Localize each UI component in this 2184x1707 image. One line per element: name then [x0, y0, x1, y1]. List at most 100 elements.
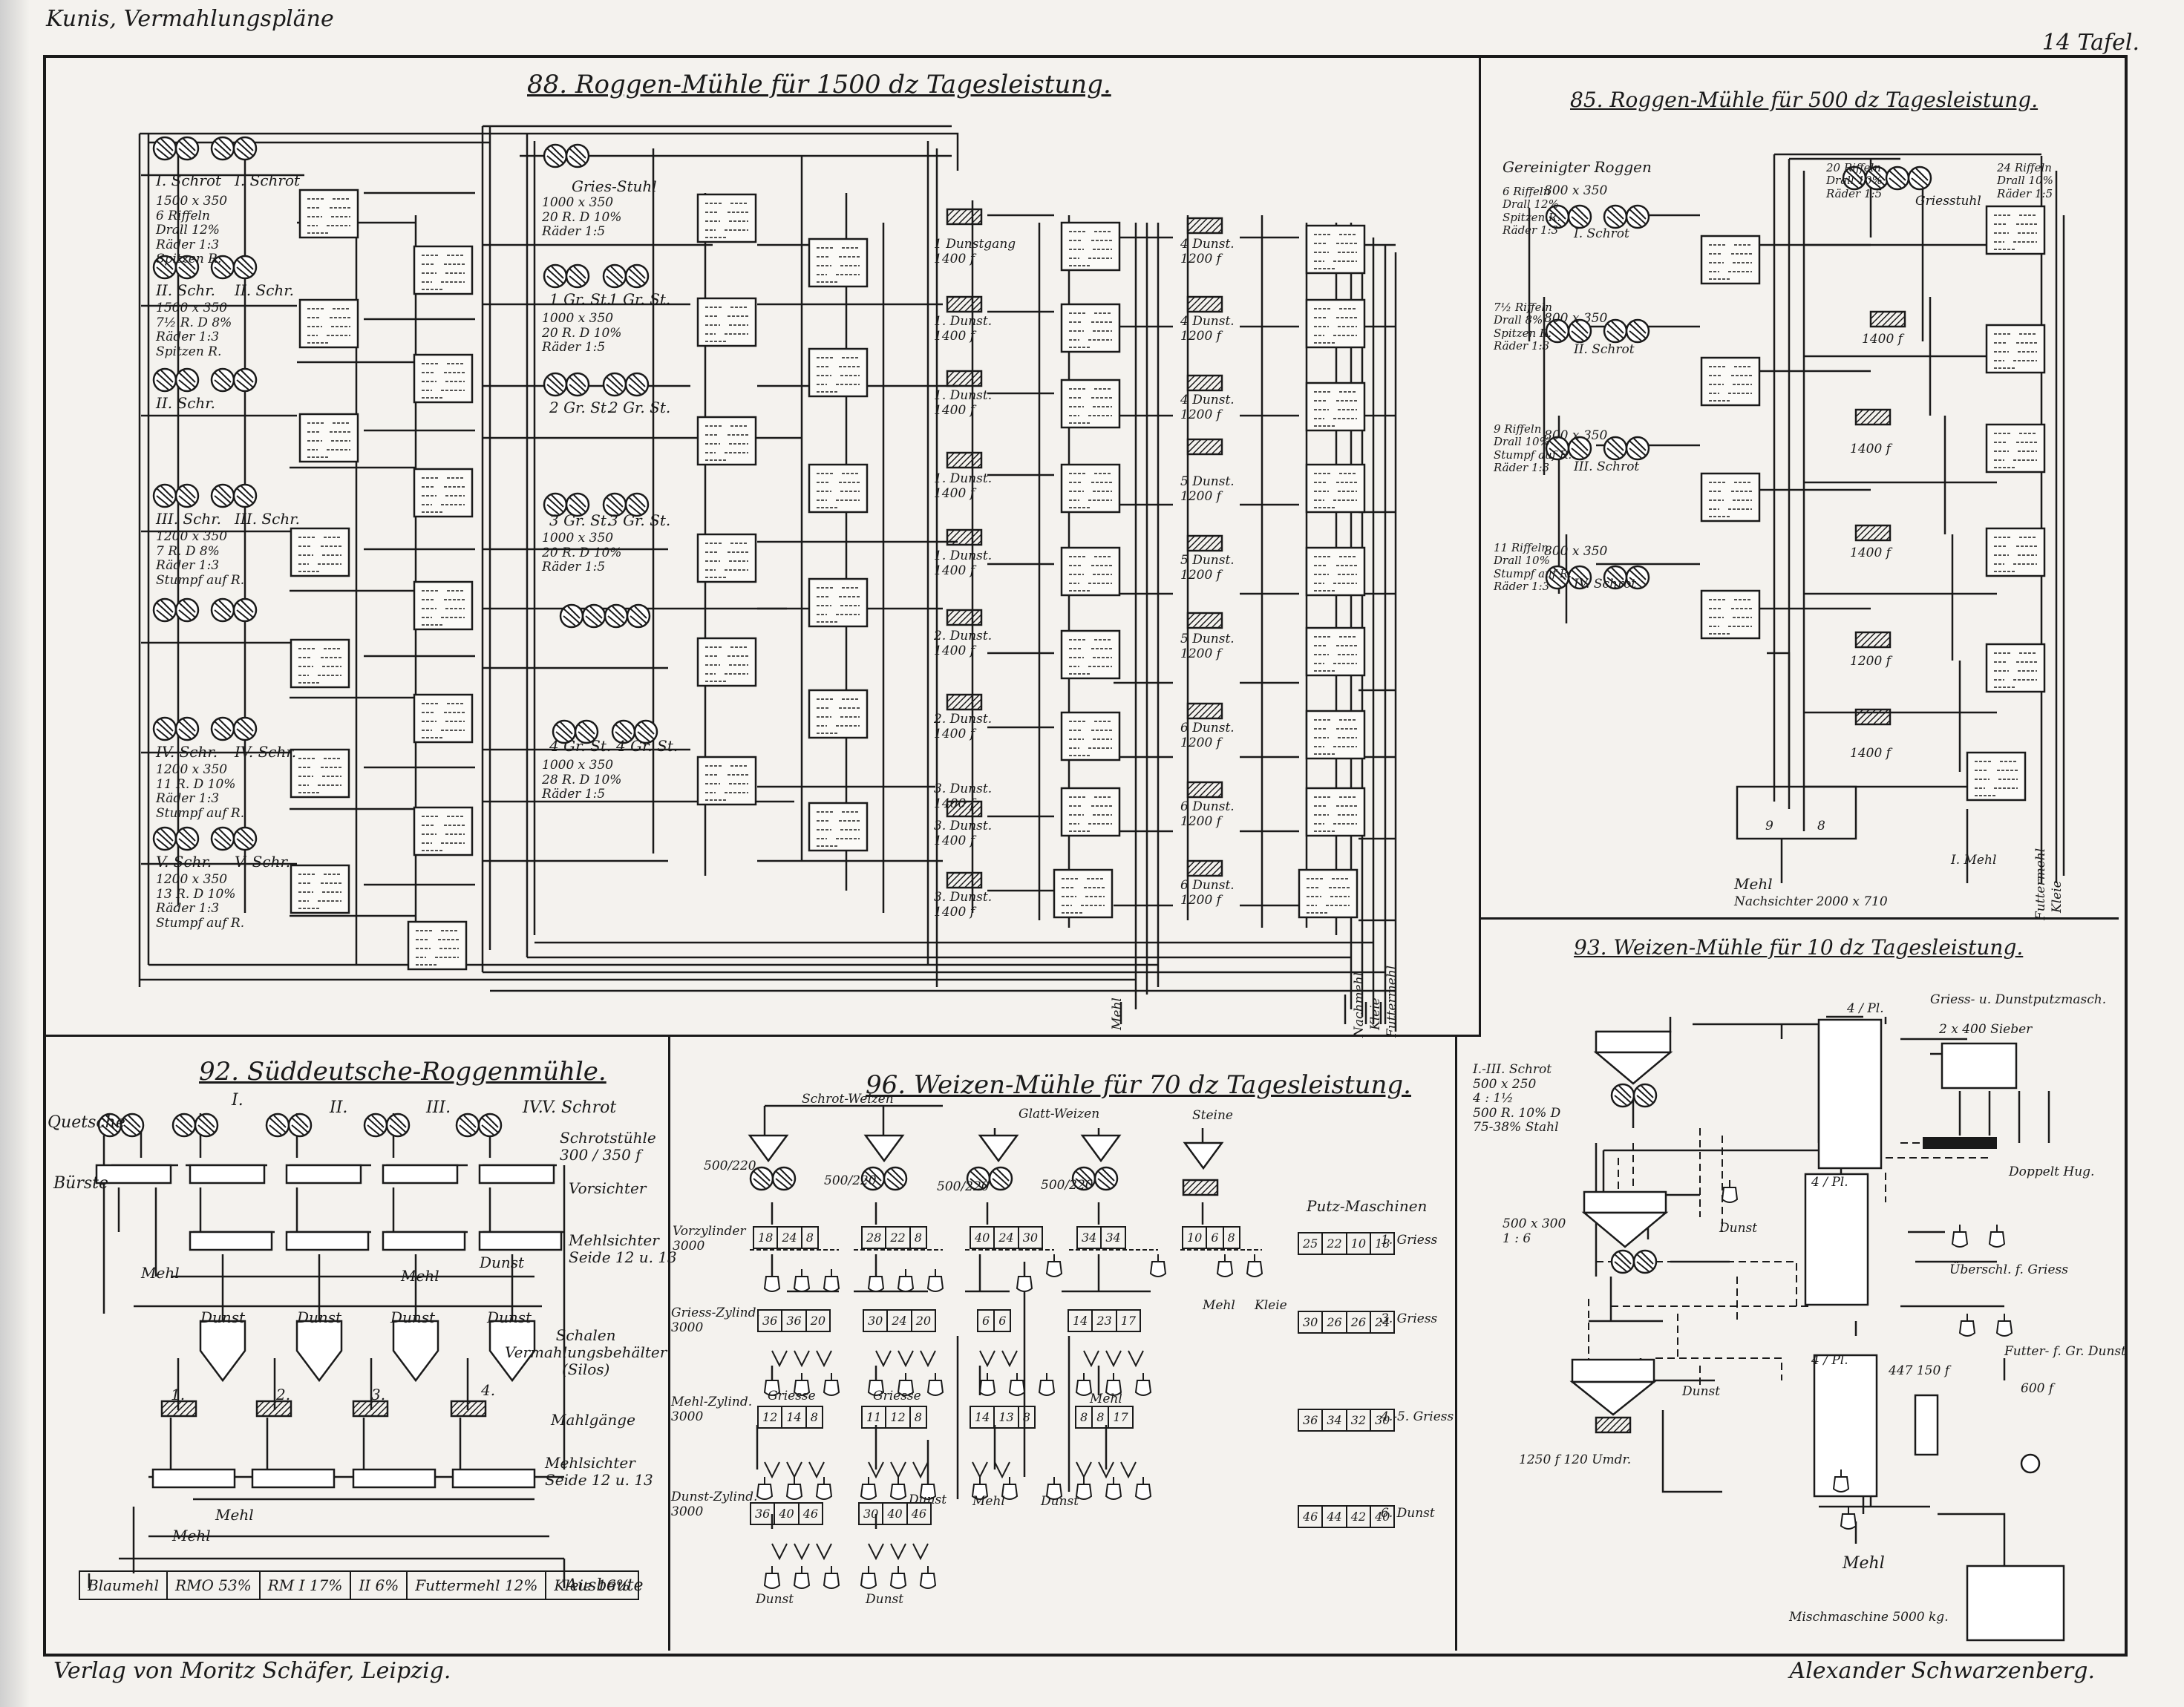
p85-dunst-5: 1400 f	[1850, 746, 1891, 761]
p92-left-buerste: Bürste	[53, 1174, 109, 1193]
p96-roll-1: 500/220	[704, 1159, 756, 1173]
p88-label-gries-0: Gries-Stuhl	[572, 177, 657, 195]
p96-flow-dunst-4: Dunst	[866, 1592, 904, 1607]
p96-cyl-3-c: 30	[1022, 1231, 1039, 1245]
p88-label-schrot-5a: IV. Schr.	[156, 743, 218, 761]
p93-right-note-2: 2 x 400 Sieber	[1939, 1022, 2033, 1037]
p88-label-schrot-2a: II. Schr.	[156, 281, 216, 299]
p96-gries-4-c: 17	[1120, 1314, 1137, 1328]
p92-network	[88, 1113, 566, 1588]
p93-output-mehl: Mehl	[1843, 1554, 1885, 1573]
p85-schrot-2: II. Schrot	[1574, 342, 1635, 357]
p85-nachsichter-cell-2: 8	[1817, 819, 1825, 833]
p93-left-note-1: I.-III. Schrot 500 x 250 4 : 1½ 500 R. 1…	[1473, 1062, 1561, 1136]
footer-right: Alexander Schwarzenberg.	[1789, 1658, 2095, 1684]
p92-feed: Quetsche	[48, 1113, 125, 1132]
p96-mehl-3-c: 8	[1022, 1410, 1030, 1424]
p92-flow-dunst-3: Dunst	[390, 1308, 436, 1326]
p96-left-mehl: Mehl-Zylind. 3000	[671, 1395, 753, 1424]
p96-dunst-2-a: 30	[860, 1504, 884, 1524]
p92-right-1: Schrotstühle 300 / 350 f	[560, 1129, 656, 1164]
p96-cyl-1-b: 24	[778, 1228, 802, 1248]
p96-mehl-3-b: 13	[995, 1407, 1019, 1427]
p88-output-nachmehl: Nachmehl	[1352, 972, 1367, 1038]
p92-left-mehl-2: Mehl	[215, 1506, 254, 1524]
p88-label-gries-3a: 3 Gr. St.	[549, 511, 612, 529]
p92-schrot-4: IV.	[523, 1098, 543, 1117]
p88-label-gries-2a: 2 Gr. St.	[549, 399, 612, 416]
p96-cyl-5-a: 10	[1183, 1228, 1208, 1248]
p88-dunst-right-4: 5 Dunst. 1200 f	[1180, 474, 1235, 504]
p93-right-note-3: Doppelt Hug.	[2009, 1164, 2095, 1179]
p85-output-futtermehl: Futtermehl	[2033, 848, 2048, 920]
p88-label-gries-1b: 1 Gr. St.	[609, 290, 671, 308]
p85-nachsichter-cell-1: 9	[1765, 819, 1773, 833]
title-92: 92. Süddeutsche-Roggenmühle.	[199, 1057, 607, 1087]
p96-gries-1-a: 36	[759, 1311, 783, 1331]
p88-dunst-right-3: 4 Dunst. 1200 f	[1180, 393, 1235, 422]
panel-88	[45, 56, 1481, 1037]
p88-output-mehl: Mehl	[1110, 997, 1125, 1030]
p88-label-schrot-5b: IV. Schr.	[235, 743, 297, 761]
p92-yield-kleie: Kleie 16%	[554, 1576, 630, 1594]
p88-dunst-mid-1: 1 Dunstgang 1400 f	[934, 237, 1016, 266]
p92-flow-dunst-top: Dunst	[480, 1254, 525, 1271]
p96-feed-steine: Steine	[1192, 1108, 1233, 1123]
p92-flow-mehl: Mehl	[401, 1267, 439, 1285]
p88-label-gries-1a: 1 Gr. St.	[549, 290, 612, 308]
p92-right-6: Mehlsichter Seide 12 u. 13	[545, 1454, 653, 1489]
panel-96	[668, 1036, 1457, 1651]
p96-mehl-2-b: 12	[886, 1407, 911, 1427]
p96-putz-3-c: 32	[1347, 1410, 1372, 1430]
p88-dunst-mid-3: 1. Dunst. 1400 f	[934, 388, 993, 418]
p96-cyl-5-c: 8	[1227, 1231, 1235, 1245]
p96-gries-3-b: 6	[998, 1314, 1007, 1328]
title-93: 93. Weizen-Mühle für 10 dz Tagesleistung…	[1574, 935, 2024, 960]
p92-yield-rmi: RM I 17%	[261, 1572, 352, 1599]
p92-yield-table: Blaumehl RMO 53% RM I 17% II 6% Futterme…	[79, 1570, 639, 1600]
p96-putz-3-d: 30	[1375, 1413, 1390, 1427]
p85-schrot-3: III. Schrot	[1574, 459, 1640, 474]
p85-note-4: 11 Riffeln Drall 10% Stumpf auf R. Räder…	[1494, 541, 1572, 593]
p96-machines	[748, 1134, 1263, 1589]
p92-yield-label: Ausbeute	[566, 1576, 644, 1595]
p85-roll-size-3: 800 x 350	[1544, 428, 1608, 443]
p96-putz-1-d: 18	[1375, 1236, 1390, 1251]
p85-dunst-1: 1400 f	[1862, 332, 1903, 347]
p92-schrot-5: V. Schrot	[542, 1098, 617, 1117]
p96-putz-3-a: 36	[1299, 1410, 1324, 1430]
header-right: 14 Tafel.	[2041, 30, 2139, 56]
p96-mehl-4-b: 8	[1093, 1407, 1110, 1427]
p88-label-gries-2b: 2 Gr. St.	[609, 399, 671, 416]
p96-cyl-3-a: 40	[971, 1228, 995, 1248]
p93-right-note-4: Überschl. f. Griess	[1949, 1262, 2068, 1277]
p96-cyl-2-b: 22	[886, 1228, 911, 1248]
p85-output-kleie: Kleie	[2050, 880, 2064, 913]
p88-label-schrot-1b: I. Schrot	[235, 171, 301, 189]
p85-note-1: 6 Riffeln Drall 12% Spitzen R. Räder 1:3	[1503, 185, 1560, 237]
p88-dunst-mid-8: 3. Dunst. 1400 f	[934, 782, 993, 811]
p96-putz-4-a: 46	[1299, 1507, 1324, 1527]
p96-mehl-4-a: 8	[1076, 1407, 1093, 1427]
p88-label-schrot-4a: III. Schr.	[156, 510, 221, 528]
p93-dashed	[1588, 1128, 1990, 1388]
p88-note-schrot-3: 1200 x 350 7 R. D 8% Räder 1:3 Stumpf au…	[156, 529, 245, 588]
p85-roll-size-2: 800 x 350	[1544, 311, 1608, 326]
p96-feed-schrot: Schrot-Weizen	[802, 1092, 894, 1107]
p88-output-kleie: Kleie	[1368, 997, 1383, 1030]
p93-plan-1: 4 / Pl.	[1847, 1001, 1884, 1016]
p92-flow-dunst-2: Dunst	[297, 1308, 342, 1326]
